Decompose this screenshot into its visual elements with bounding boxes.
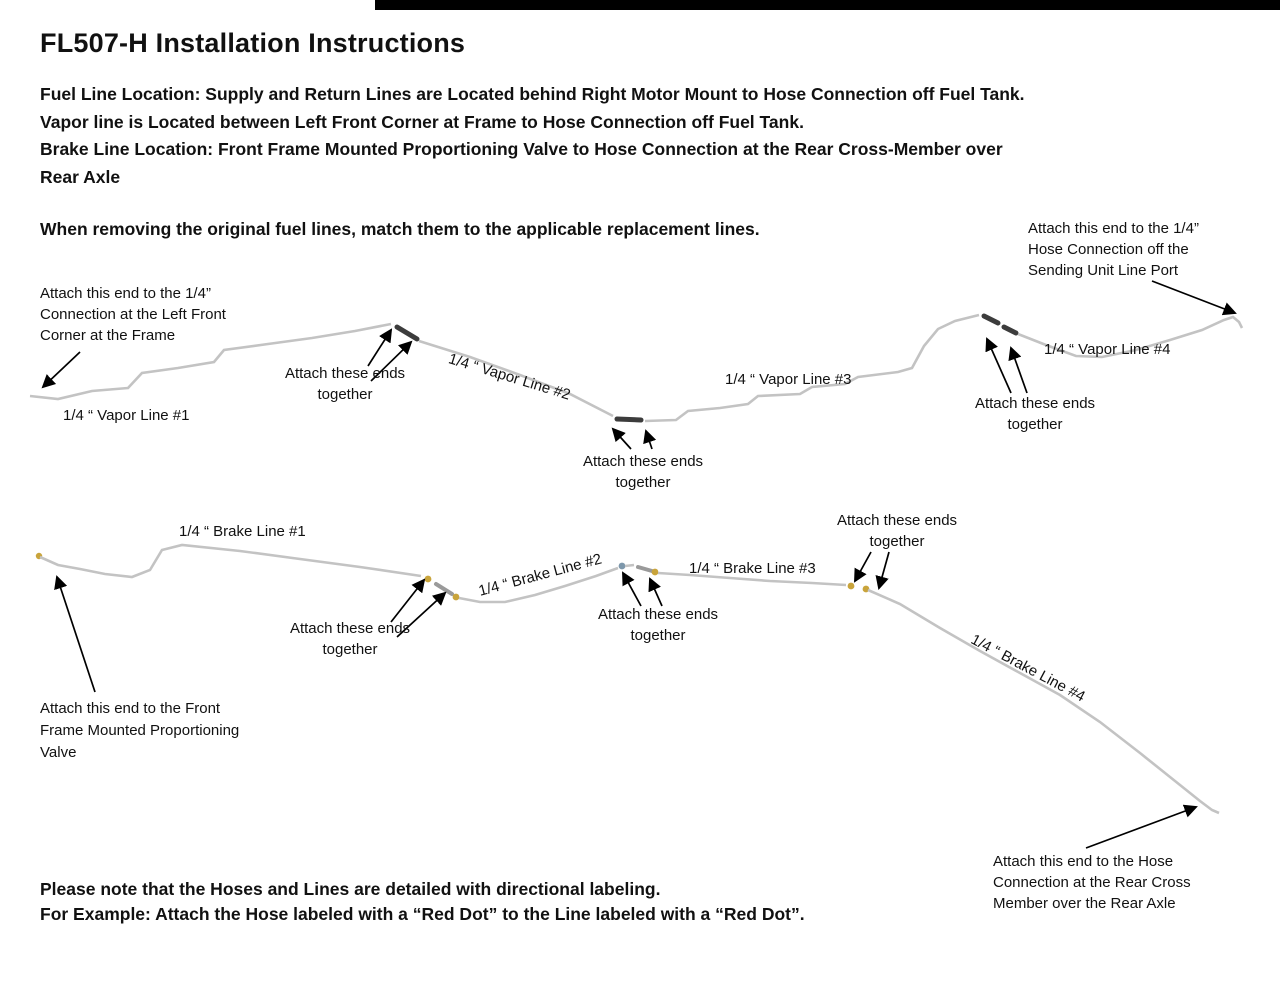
arrow-attach-rear-cross [1085, 804, 1198, 849]
brake-together-1: Attach these ends together [289, 620, 411, 658]
arrow-together-b1-b [396, 591, 447, 638]
brake-fitting-3a [847, 582, 855, 590]
page-title: FL507-H Installation Instructions [40, 28, 466, 58]
brake-line-1-label: 1/4 “ Brake Line #1 [179, 523, 306, 540]
vapor-hose-4 [1001, 324, 1019, 336]
vapor-line-4-label: 1/4 “ Vapor Line #4 [1044, 341, 1171, 358]
vapor-line-3-label: 1/4 “ Vapor Line #3 [725, 371, 852, 388]
arrow-together-v2-b [643, 429, 657, 450]
brake-line-1 [39, 543, 422, 579]
arrow-together-b3-b [875, 551, 890, 590]
arrow-attach-left-front [41, 351, 81, 389]
vapor-together-1: Attach these ends together [284, 365, 406, 403]
brake-hose-1 [434, 582, 454, 596]
annotation-attach-sending-unit: Attach this end to the 1/4” Hose Connect… [1028, 220, 1199, 279]
vapor-line-3 [644, 313, 980, 423]
brake-fitting-1a [424, 575, 432, 583]
arrow-together-b3-a [854, 551, 872, 583]
brake-line-3-label: 1/4 “ Brake Line #3 [689, 560, 816, 577]
brake-fitting-blue [618, 562, 626, 570]
arrow-attach-sending-unit [1151, 280, 1237, 316]
arrow-together-v3-b [1008, 346, 1028, 394]
location-notes: Fuel Line Location: Supply and Return Li… [40, 84, 1025, 187]
brake-line-2 [458, 566, 619, 604]
scan-edge-bar [375, 0, 1280, 10]
annotation-attach-front-valve: Attach this end to the Front Frame Mount… [40, 700, 240, 761]
vapor-line-1-label: 1/4 “ Vapor Line #1 [63, 407, 190, 424]
vapor-together-3: Attach these ends together [974, 395, 1096, 433]
arrow-together-b1-a [390, 578, 426, 623]
arrow-attach-front-valve [54, 575, 96, 693]
arrow-together-v1-a [367, 328, 393, 367]
brake-stub-2 [624, 563, 635, 568]
vapor-hose-2 [614, 416, 644, 423]
brake-line-4 [867, 588, 1220, 815]
annotation-attach-rear-cross: Attach this end to the Hose Connection a… [993, 853, 1191, 912]
arrow-together-b2-a [622, 571, 642, 607]
directional-labeling-note: Please note that the Hoses and Lines are… [40, 879, 805, 924]
annotation-attach-left-front: Attach this end to the 1/4” Connection a… [40, 285, 226, 344]
arrow-together-b2-b [648, 577, 663, 607]
brake-together-2: Attach these ends together [597, 606, 719, 644]
brake-fitting-2 [651, 568, 659, 576]
brake-fitting-1b [452, 593, 460, 601]
arrow-together-v2-a [611, 427, 632, 450]
vapor-line-4 [1017, 315, 1244, 359]
brake-hose-2 [636, 565, 654, 573]
vapor-hose-1 [394, 324, 420, 342]
brake-line-3 [657, 571, 847, 587]
arrow-together-v3-a [985, 337, 1012, 394]
brake-together-3: Attach these ends together [836, 512, 958, 550]
vapor-line-2 [418, 339, 614, 418]
match-instruction: When removing the original fuel lines, m… [40, 219, 760, 239]
vapor-hose-3 [981, 313, 1001, 326]
arrow-together-v1-b [370, 340, 413, 382]
vapor-line-1 [29, 322, 392, 401]
vapor-together-2: Attach these ends together [582, 453, 704, 491]
